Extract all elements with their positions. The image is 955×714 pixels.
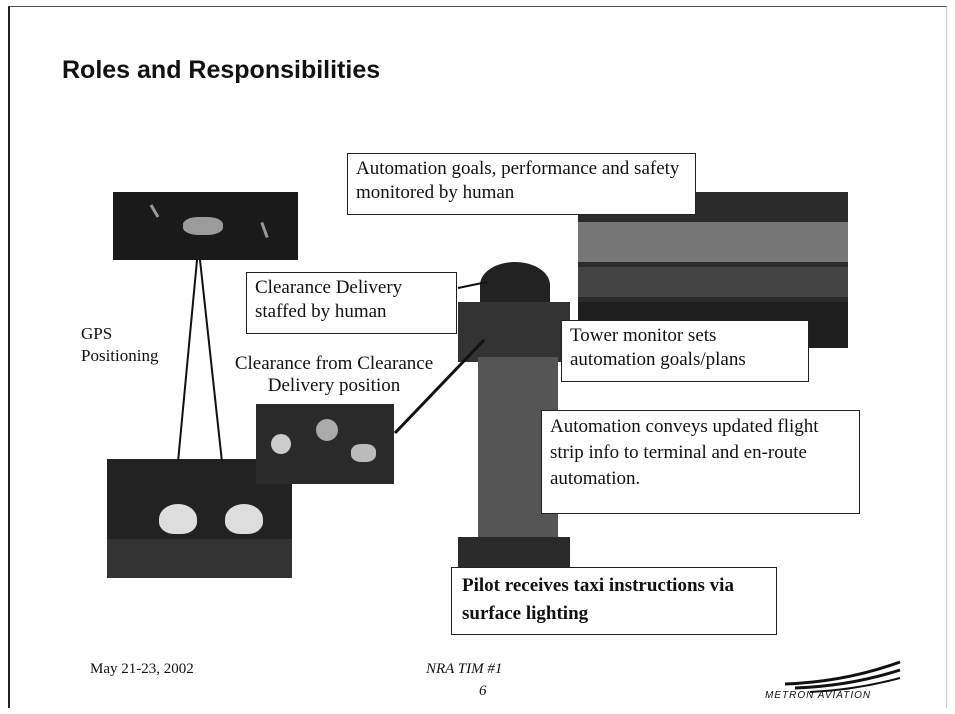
slide-frame xyxy=(8,6,947,708)
automation-goals-callout: Automation goals, performance and safety… xyxy=(347,153,696,215)
clearance-from-label: Clearance from Clearance Delivery positi… xyxy=(234,353,434,396)
logo-text: METRON AVIATION xyxy=(765,690,872,701)
clearance-delivery-callout: Clearance Delivery staffed by human xyxy=(246,272,457,334)
cockpit-photo xyxy=(256,404,394,484)
receiver-photo xyxy=(107,459,292,578)
automation-conveys-callout: Automation conveys updated flight strip … xyxy=(541,410,860,514)
pilot-receives-callout: Pilot receives taxi instructions via sur… xyxy=(451,567,777,635)
satellite-photo xyxy=(113,192,298,260)
tower-monitor-callout: Tower monitor sets automation goals/plan… xyxy=(561,320,809,382)
footer-event: NRA TIM #1 xyxy=(426,661,503,677)
gps-positioning-label: GPS Positioning xyxy=(81,324,159,365)
metron-aviation-logo: METRON AVIATION xyxy=(755,654,905,704)
footer-page-number: 6 xyxy=(479,683,487,699)
footer-date: May 21-23, 2002 xyxy=(90,661,194,677)
slide-title: Roles and Responsibilities xyxy=(62,56,381,84)
